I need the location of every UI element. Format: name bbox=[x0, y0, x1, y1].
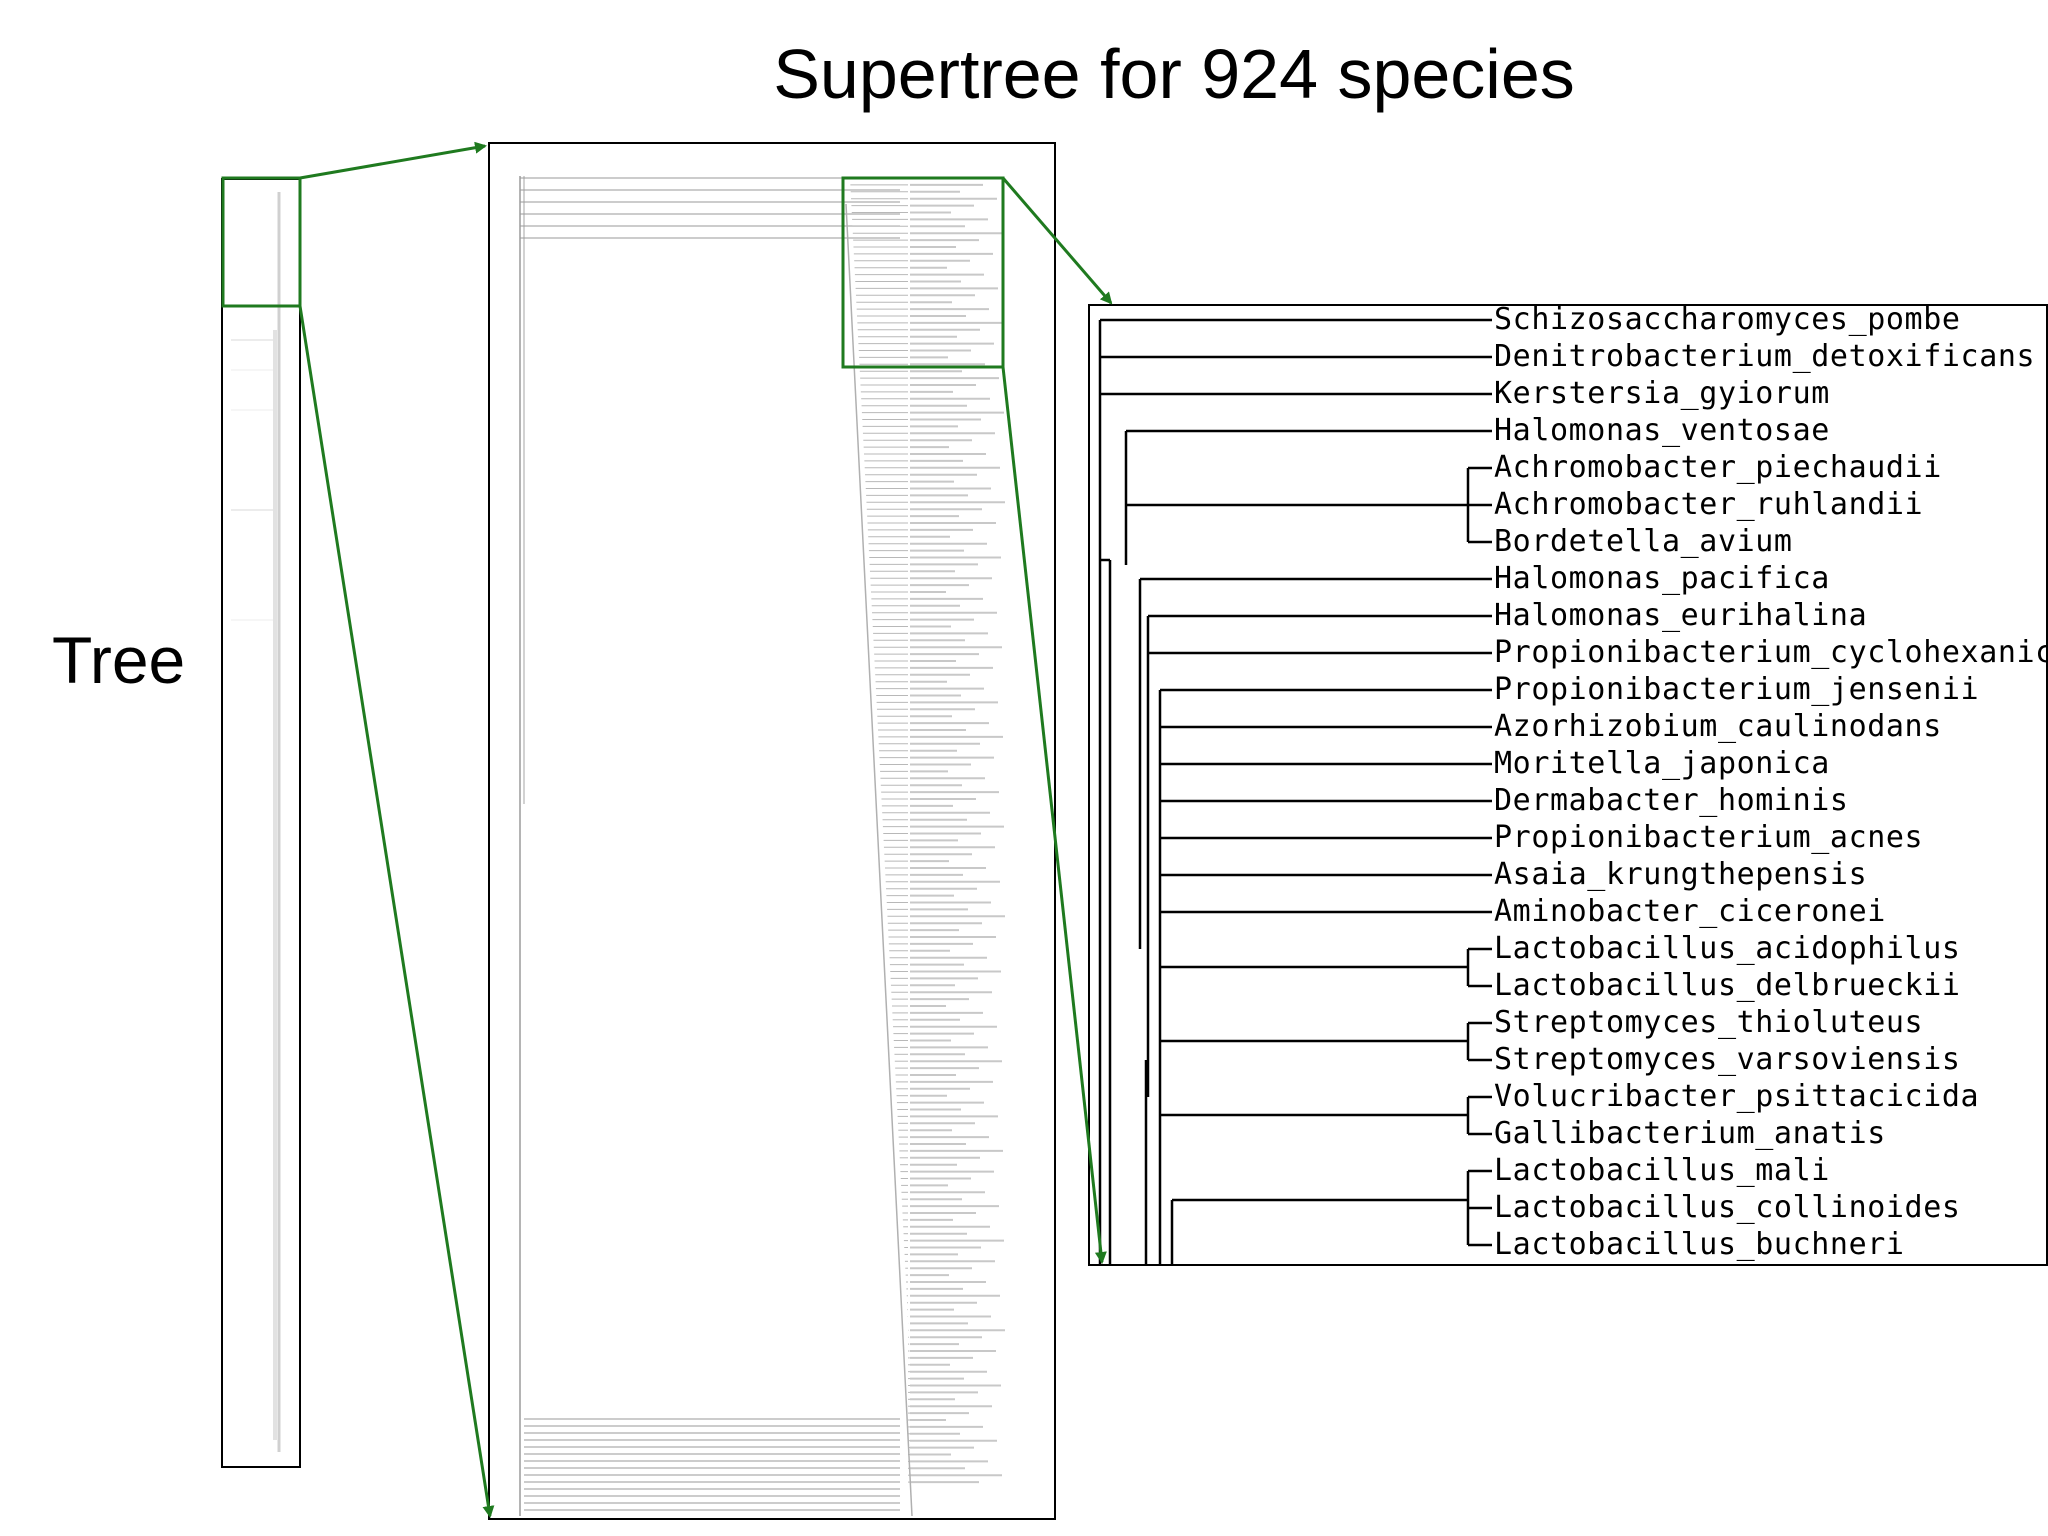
leaf-label: Propionibacterium_cyclohexanicum bbox=[1494, 635, 2048, 670]
tree-middle-graphic bbox=[519, 176, 1005, 1517]
leaf-label: Schizosaccharomyces_pombe bbox=[1494, 304, 1961, 337]
leaf-label: Halomonas_pacifica bbox=[1494, 561, 1830, 596]
overview-arrow-bottom bbox=[298, 305, 495, 1518]
leaf-label: Azorhizobium_caulinodans bbox=[1494, 709, 1942, 744]
tree-label: Tree bbox=[52, 623, 186, 697]
leaf-label: Streptomyces_varsoviensis bbox=[1494, 1042, 1961, 1077]
tree-internal-node bbox=[845, 203, 913, 1517]
leaf-label: Dermabacter_hominis bbox=[1494, 783, 1849, 818]
leaf-label: Bordetella_avium bbox=[1494, 524, 1793, 559]
leaf-label: Halomonas_eurihalina bbox=[1494, 598, 1868, 633]
tree-overview-graphic bbox=[231, 192, 281, 1452]
leaf-label: Aminobacter_ciceronei bbox=[1494, 894, 1886, 929]
leaf-label: Streptomyces_thioluteus bbox=[1494, 1005, 1924, 1040]
leaf-label: Lactobacillus_delbrueckii bbox=[1494, 968, 1961, 1003]
leaf-label: Gallibacterium_anatis bbox=[1494, 1116, 1886, 1151]
leaf-label: Halomonas_ventosae bbox=[1494, 413, 1830, 448]
leaf-label: Asaia_krungthepensis bbox=[1494, 857, 1868, 892]
leaf-label: Lactobacillus_collinoides bbox=[1494, 1190, 1961, 1225]
leaf-label: Lactobacillus_buchneri bbox=[1494, 1227, 1905, 1262]
leaf-label: Moritella_japonica bbox=[1494, 746, 1830, 781]
leaf-label: Achromobacter_ruhlandii bbox=[1494, 487, 1924, 522]
overview-arrow-top bbox=[299, 141, 487, 180]
tree-middle-panel bbox=[488, 142, 1056, 1520]
leaf-label: Volucribacter_psittacicida bbox=[1494, 1079, 1980, 1114]
leaf-label: Lactobacillus_mali bbox=[1494, 1153, 1830, 1188]
leaf-label: Kerstersia_gyiorum bbox=[1494, 376, 1830, 411]
leaf-label: Propionibacterium_jensenii bbox=[1494, 672, 1980, 707]
leaf-label: Propionibacterium_acnes bbox=[1494, 820, 1924, 855]
tree-overview-panel bbox=[221, 178, 301, 1468]
leaf-label: Lactobacillus_acidophilus bbox=[1494, 931, 1961, 966]
leaf-label: Achromobacter_piechaudii bbox=[1494, 450, 1942, 485]
page-title: Supertree for 924 species bbox=[773, 35, 1575, 113]
leaf-label: Denitrobacterium_detoxificans bbox=[1494, 339, 2036, 374]
